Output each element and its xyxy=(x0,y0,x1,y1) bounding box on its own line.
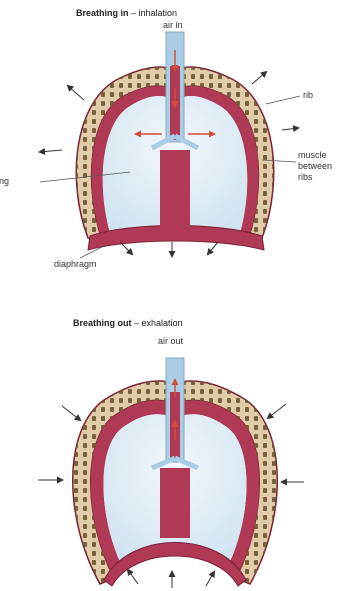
inhalation-title-rest: – inhalation xyxy=(129,8,178,18)
air-in-label: air in xyxy=(163,20,183,31)
exhalation-mediastinum xyxy=(160,468,190,538)
in-arrow-ur xyxy=(268,404,286,418)
rib-label: rib xyxy=(303,90,313,101)
muscle-label-line-2: between xyxy=(298,161,332,172)
move-arrow-dl xyxy=(120,242,132,254)
muscle-label-line-3: ribs xyxy=(298,172,332,183)
move-arrow-left xyxy=(40,150,62,152)
move-arrow-ul xyxy=(68,86,84,100)
inhalation-title: Breathing in – inhalation xyxy=(76,8,177,18)
move-arrow-right xyxy=(282,128,298,130)
inhalation-title-bold: Breathing in xyxy=(76,8,129,18)
in-arrow-ul xyxy=(62,406,80,420)
rib-leader xyxy=(266,96,300,104)
inhalation-mediastinum xyxy=(160,150,190,232)
air-out-label: air out xyxy=(158,336,183,347)
muscle-label-line-1: muscle xyxy=(298,150,332,161)
in-arrow-dl xyxy=(128,570,138,584)
muscle-label: muscle between ribs xyxy=(298,150,332,183)
exhalation-title: Breathing out – exhalation xyxy=(73,318,183,328)
move-arrow-ur xyxy=(252,72,266,84)
in-arrow-dr xyxy=(206,572,214,586)
diaphragm-label: diaphragm xyxy=(54,259,97,270)
exhalation-title-bold: Breathing out xyxy=(73,318,132,328)
exhalation-title-rest: – exhalation xyxy=(132,318,183,328)
lung-label: lung xyxy=(0,176,9,187)
lung-label-crop: lung xyxy=(0,176,36,188)
move-arrow-dr xyxy=(208,242,218,254)
